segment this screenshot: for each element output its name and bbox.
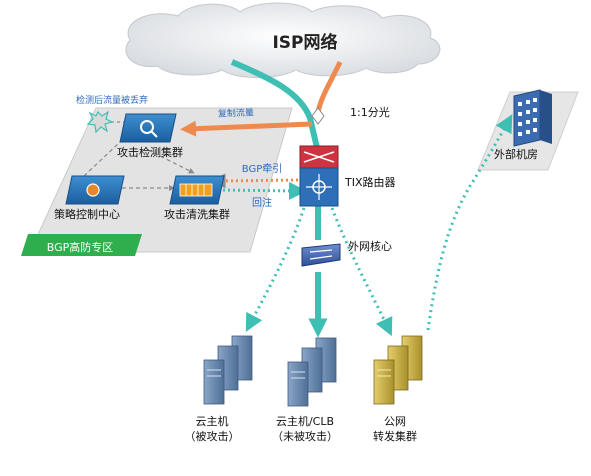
server-icon	[373, 359, 395, 405]
server-group-normal: 云主机/CLB （未被攻击）	[272, 337, 338, 443]
normal-host-sublabel: （未被攻击）	[272, 429, 338, 443]
server-icon	[287, 361, 309, 407]
bgp-zone: BGP高防专区	[21, 107, 293, 256]
policy-to-detect-link	[83, 141, 121, 177]
attacked-host-sublabel: （被攻击）	[185, 429, 240, 443]
external-core-switch: 外网核心	[301, 239, 392, 267]
reinject-arrow	[217, 181, 307, 200]
tix-router: TIX路由器	[299, 145, 396, 207]
gear-icon	[86, 183, 100, 197]
detect-to-clean-link	[147, 149, 195, 174]
server-group-public-forward: 公网 转发集群	[373, 335, 423, 443]
attack-cleaning-cluster: 攻击清洗集群	[164, 175, 230, 221]
bgp-zone-tag	[21, 234, 142, 256]
public-forward-sublabel: 转发集群	[373, 429, 417, 443]
normal-host-label: 云主机/CLB	[276, 414, 334, 428]
switch-body	[301, 243, 341, 267]
bgp-zone-platform	[29, 107, 293, 253]
policy-center-label: 策略控制中心	[54, 207, 120, 221]
reinject-label: 回注	[252, 196, 272, 209]
discard-label: 检测后流量被丢弃	[76, 94, 148, 106]
flow-to-public-forward	[330, 207, 393, 337]
copy-flow-label: 复制流量	[218, 106, 254, 119]
tix-router-label: TIX路由器	[344, 175, 396, 189]
server-icon	[203, 359, 225, 405]
external-room: 外部机房	[494, 89, 552, 161]
flow-to-attacked-host	[245, 207, 306, 332]
clean-cluster-label: 攻击清洗集群	[164, 207, 230, 221]
isp-cloud: ISP网络	[125, 2, 441, 78]
attacked-host-label: 云主机	[196, 414, 229, 428]
discard-burst-icon	[86, 110, 114, 134]
bgp-pull-label: BGP牵引	[242, 163, 282, 175]
attack-detection-cluster: 攻击检测集群	[117, 113, 183, 159]
isp-label: ISP网络	[272, 32, 337, 53]
orange-flow-upper	[315, 60, 343, 113]
detection-box	[119, 113, 177, 143]
bgp-pull-arrow	[210, 173, 299, 189]
policy-control-center: 策略控制中心	[54, 175, 125, 221]
magnifier-icon	[140, 120, 154, 134]
ext-room-label: 外部机房	[494, 147, 538, 161]
bgp-zone-label: BGP高防专区	[47, 240, 114, 254]
detect-cluster-label: 攻击检测集群	[117, 145, 183, 159]
split-label: 1:1分光	[350, 105, 390, 119]
filter-icon	[179, 183, 213, 197]
public-forward-label: 公网	[384, 415, 406, 428]
server-group-attacked: 云主机 （被攻击）	[185, 335, 253, 443]
ext-core-label: 外网核心	[348, 239, 392, 253]
splitter-node	[311, 107, 325, 125]
main-flow-upper	[230, 59, 321, 153]
copy-flow-arrow	[180, 120, 313, 137]
switch-icon	[309, 249, 333, 260]
flow-to-external-room	[426, 114, 513, 331]
